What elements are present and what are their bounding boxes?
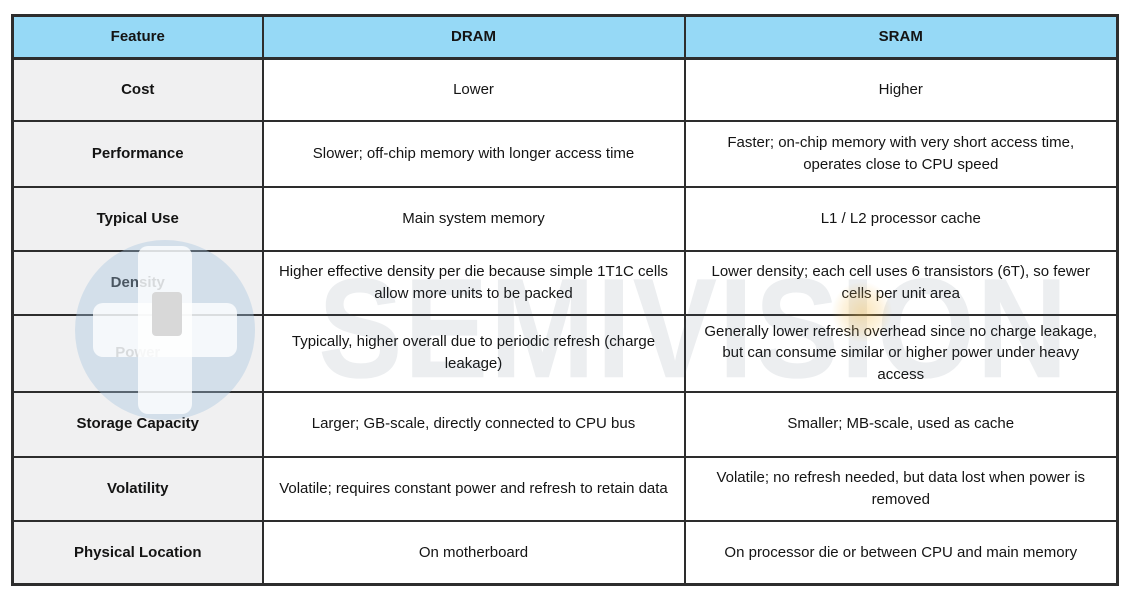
column-header-feature: Feature xyxy=(11,14,264,60)
row-label-typical-use: Typical Use xyxy=(11,185,264,252)
density-dram-cell: Higher effective density per die because… xyxy=(261,249,686,316)
typical-use-sram-cell: L1 / L2 processor cache xyxy=(683,185,1119,252)
column-header-sram: SRAM xyxy=(683,14,1119,60)
cost-sram-cell: Higher xyxy=(683,57,1119,122)
row-label-storage-capacity: Storage Capacity xyxy=(11,390,264,458)
volatility-sram-cell: Volatile; no refresh needed, but data lo… xyxy=(683,455,1119,522)
typical-use-dram-cell: Main system memory xyxy=(261,185,686,252)
row-label-power: Power xyxy=(11,313,264,393)
table-row-power: Power Typically, higher overall due to p… xyxy=(11,313,1119,393)
row-label-density: Density xyxy=(11,249,264,316)
table-row-typical-use: Typical Use Main system memory L1 / L2 p… xyxy=(11,185,1119,252)
row-label-volatility: Volatility xyxy=(11,455,264,522)
performance-dram-cell: Slower; off-chip memory with longer acce… xyxy=(261,119,686,188)
table-row-volatility: Volatility Volatile; requires constant p… xyxy=(11,455,1119,522)
density-sram-cell: Lower density; each cell uses 6 transist… xyxy=(683,249,1119,316)
row-label-cost: Cost xyxy=(11,57,264,122)
physical-location-dram-cell: On motherboard xyxy=(261,519,686,586)
power-sram-cell: Generally lower refresh overhead since n… xyxy=(683,313,1119,393)
volatility-dram-cell: Volatile; requires constant power and re… xyxy=(261,455,686,522)
table-row-performance: Performance Slower; off-chip memory with… xyxy=(11,119,1119,188)
table-row-density: Density Higher effective density per die… xyxy=(11,249,1119,316)
table-row-storage-capacity: Storage Capacity Larger; GB-scale, direc… xyxy=(11,390,1119,458)
performance-sram-cell: Faster; on-chip memory with very short a… xyxy=(683,119,1119,188)
table-row-cost: Cost Lower Higher xyxy=(11,57,1119,122)
row-label-physical-location: Physical Location xyxy=(11,519,264,586)
power-dram-cell: Typically, higher overall due to periodi… xyxy=(261,313,686,393)
physical-location-sram-cell: On processor die or between CPU and main… xyxy=(683,519,1119,586)
column-header-dram: DRAM xyxy=(261,14,686,60)
storage-capacity-dram-cell: Larger; GB-scale, directly connected to … xyxy=(261,390,686,458)
table-row-physical-location: Physical Location On motherboard On proc… xyxy=(11,519,1119,586)
cost-dram-cell: Lower xyxy=(261,57,686,122)
storage-capacity-sram-cell: Smaller; MB-scale, used as cache xyxy=(683,390,1119,458)
row-label-performance: Performance xyxy=(11,119,264,188)
header-row: Feature DRAM SRAM xyxy=(11,14,1119,60)
dram-vs-sram-comparison-table: Feature DRAM SRAM Cost Lower Higher Perf… xyxy=(11,14,1119,587)
